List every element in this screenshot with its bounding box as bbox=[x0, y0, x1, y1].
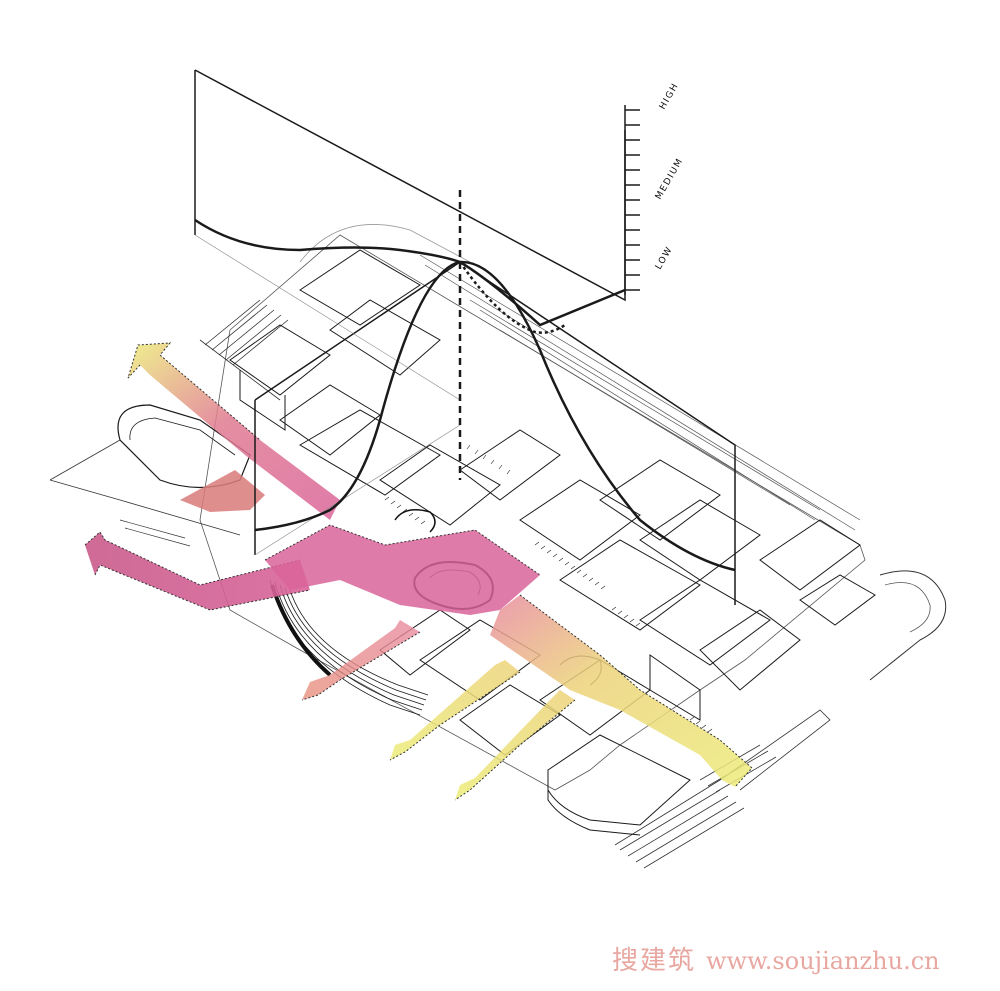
scale-label-low: LOW bbox=[654, 245, 675, 272]
site-curve-east-inner bbox=[884, 582, 931, 633]
plane-back bbox=[194, 69, 626, 302]
scale-label-medium: MEDIUM bbox=[654, 156, 686, 201]
scale-labels: HIGH MEDIUM LOW bbox=[654, 81, 686, 271]
flow-arrow-west bbox=[85, 532, 310, 610]
flow-central-plaza bbox=[265, 525, 540, 615]
flow-arrow-se bbox=[490, 595, 752, 787]
south-plaza-block bbox=[547, 734, 691, 826]
flow-arrow-s1 bbox=[390, 660, 520, 760]
flow-arrow-sw bbox=[302, 620, 420, 700]
watermark-url: www.soujianzhu.cn bbox=[706, 947, 940, 975]
north-atrium bbox=[394, 509, 436, 533]
parking-stripes-se bbox=[614, 709, 831, 869]
rail-lines bbox=[419, 254, 861, 531]
flow-arrow-nw bbox=[128, 343, 340, 520]
scale-label-high: HIGH bbox=[658, 81, 681, 111]
curve-front-bell bbox=[254, 260, 736, 572]
wall-hatching bbox=[384, 444, 713, 733]
watermark-text-cn: 搜建筑 bbox=[612, 946, 697, 976]
graph-planes bbox=[194, 69, 736, 605]
curve-back bbox=[194, 218, 626, 327]
scale-axis bbox=[624, 105, 640, 295]
site-curve-east bbox=[869, 570, 947, 681]
flow-branch-nw bbox=[180, 470, 265, 512]
west-pavilion bbox=[117, 404, 251, 489]
flow-arrows bbox=[84, 342, 753, 801]
watermark: 搜建筑 www.soujianzhu.cn bbox=[612, 940, 992, 976]
flow-arrow-s2 bbox=[455, 690, 575, 800]
